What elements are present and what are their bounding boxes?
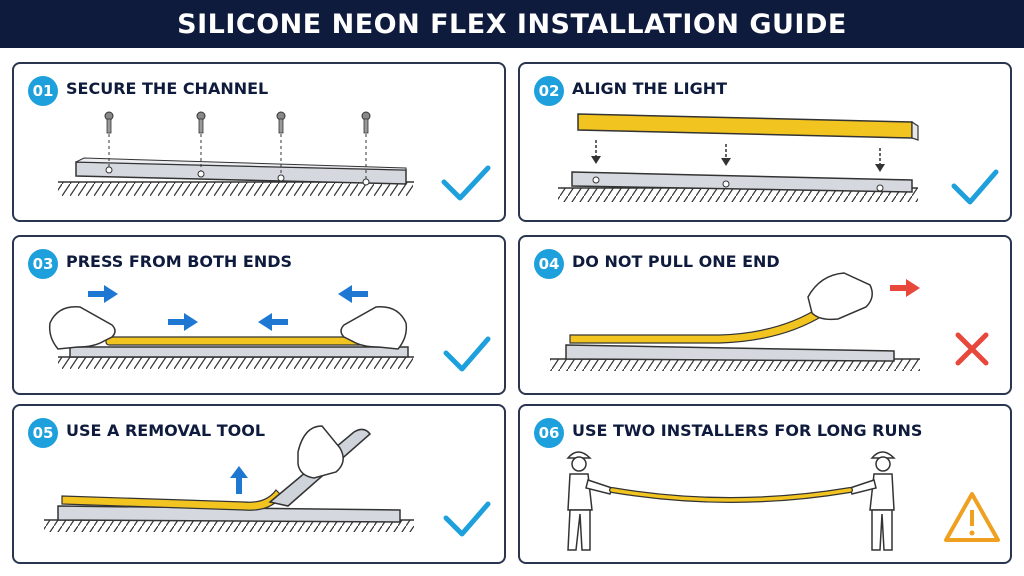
up-arrow-icon — [230, 466, 248, 494]
hand-icon — [48, 306, 116, 350]
right-arrow-icon — [168, 313, 198, 331]
step-title: SECURE THE CHANNEL — [66, 79, 269, 98]
step-panel-02: 02 ALIGN THE LIGHT — [518, 62, 1012, 222]
step-panel-04: 04 DO NOT PULL ONE END — [518, 235, 1012, 395]
right-arrow-icon — [88, 285, 118, 303]
hand-icon — [807, 272, 873, 321]
press-ends-illustration — [48, 285, 491, 372]
hand-icon — [297, 425, 344, 479]
step-number-badge: 05 — [28, 418, 58, 448]
step-title: DO NOT PULL ONE END — [572, 252, 780, 271]
step-panel-06: 06 USE TWO INSTALLERS FOR LONG RUNS — [518, 404, 1012, 564]
step-panel-05: 05 USE A REMOVAL TOOL — [12, 404, 506, 564]
step-number-badge: 06 — [534, 418, 564, 448]
screw-icon — [104, 111, 114, 174]
down-arrow-icon — [591, 140, 601, 164]
step-number-badge: 03 — [28, 249, 58, 279]
left-arrow-icon — [338, 285, 368, 303]
down-arrow-icon — [721, 144, 731, 166]
removal-tool-illustration — [44, 425, 491, 537]
left-arrow-icon — [258, 313, 288, 331]
align-light-illustration — [558, 113, 999, 205]
installer-figure — [849, 451, 896, 551]
right-arrow-icon — [890, 279, 920, 297]
check-icon — [951, 169, 999, 205]
check-icon — [443, 501, 491, 537]
screw-icon — [196, 111, 206, 178]
check-icon — [443, 336, 491, 372]
check-icon — [441, 165, 491, 201]
step-number-badge: 01 — [28, 76, 58, 106]
cross-icon — [955, 332, 989, 366]
step-panel-01: 01 SECURE THE CHANNEL — [12, 62, 506, 222]
warning-icon — [944, 492, 1000, 542]
step-title: USE TWO INSTALLERS FOR LONG RUNS — [572, 421, 923, 440]
down-arrow-icon — [875, 148, 885, 172]
step-panel-03: 03 PRESS FROM BOTH ENDS — [12, 235, 506, 395]
step-title: ALIGN THE LIGHT — [572, 79, 728, 98]
hand-icon — [340, 306, 408, 350]
header-bar: SILICONE NEON FLEX INSTALLATION GUIDE — [0, 0, 1024, 48]
installer-figure — [566, 451, 613, 551]
step-number-badge: 02 — [534, 76, 564, 106]
secure-channel-illustration — [58, 111, 491, 201]
screw-icon — [361, 111, 371, 186]
two-installers-illustration — [566, 451, 1000, 551]
step-title: USE A REMOVAL TOOL — [66, 421, 266, 440]
step-number-badge: 04 — [534, 249, 564, 279]
step-title: PRESS FROM BOTH ENDS — [66, 252, 293, 271]
page-title: SILICONE NEON FLEX INSTALLATION GUIDE — [177, 8, 847, 40]
pull-end-illustration — [550, 272, 989, 371]
screw-icon — [276, 111, 286, 182]
